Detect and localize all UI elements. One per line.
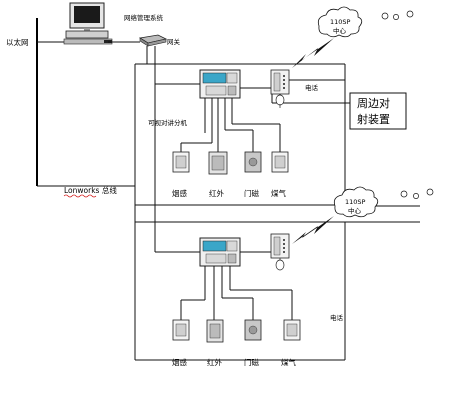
cloud-top-icon xyxy=(317,6,363,38)
cloud-bottom-label-1: 110SP xyxy=(345,198,366,206)
controller-panel-icon xyxy=(199,69,241,99)
ethernet-label: 以太网 xyxy=(6,37,29,47)
cloud-bottom-bubble-2 xyxy=(413,193,419,199)
lightning-bottom-icon xyxy=(292,216,334,244)
smoke-detector-bottom-icon xyxy=(172,319,190,341)
cloud-top-bubble-1 xyxy=(381,12,389,20)
bottom-sensor-label-gas: 煤气 xyxy=(281,357,296,367)
lightning-top-icon xyxy=(292,38,334,68)
bulb-icon xyxy=(275,94,285,108)
top-sensor-label-gas: 煤气 xyxy=(271,188,286,198)
top-phone-label: 电话 xyxy=(305,83,319,92)
door-magnet-icon xyxy=(244,151,262,173)
top-sensor-label-smoke: 烟感 xyxy=(172,188,187,198)
controller-panel-bottom-icon xyxy=(199,237,241,267)
phone-bottom-icon xyxy=(270,233,290,259)
bottom-sensor-label-infrared: 红外 xyxy=(207,357,222,367)
top-sensor-label-infrared: 红外 xyxy=(209,188,224,198)
peripheral-device-box xyxy=(349,92,407,130)
phone-icon xyxy=(270,69,290,95)
smoke-detector-icon xyxy=(172,151,190,173)
peripheral-label-line1: 周边对 xyxy=(357,96,390,110)
bottom-sensor-label-door: 门磁 xyxy=(244,357,259,367)
management-system-label: 网络管理系统 xyxy=(124,13,164,22)
infrared-detector-bottom-icon xyxy=(206,319,224,343)
gas-detector-bottom-icon xyxy=(283,319,301,341)
infrared-detector-icon xyxy=(208,151,228,175)
cloud-top-label-1: 110SP xyxy=(330,18,351,26)
peripheral-label-line2: 射装置 xyxy=(357,112,390,126)
bottom-sensor-label-smoke: 烟感 xyxy=(172,357,187,367)
cloud-top-bubble-3 xyxy=(406,10,414,18)
cloud-bottom-label-2: 中心 xyxy=(348,206,362,215)
cloud-bottom-bubble-3 xyxy=(426,188,434,196)
lonworks-bus-label: Lonworks 总线 xyxy=(64,185,117,195)
bulb-bottom-icon xyxy=(275,258,285,271)
gateway-icon xyxy=(138,34,168,47)
lonworks-underline xyxy=(63,194,97,198)
cloud-top-bubble-2 xyxy=(393,14,399,20)
bottom-phone-label: 电话 xyxy=(330,313,344,322)
top-sensor-label-door: 门磁 xyxy=(244,188,259,198)
cloud-bottom-bubble-1 xyxy=(400,190,408,198)
computer-icon xyxy=(63,2,113,45)
intercom-label: 可视对讲分机 xyxy=(148,118,188,127)
gateway-label: 网关 xyxy=(167,37,181,46)
cloud-bottom-icon xyxy=(333,186,379,218)
cloud-top-label-2: 中心 xyxy=(333,26,347,35)
door-magnet-bottom-icon xyxy=(244,319,262,341)
gas-detector-icon xyxy=(271,151,289,173)
